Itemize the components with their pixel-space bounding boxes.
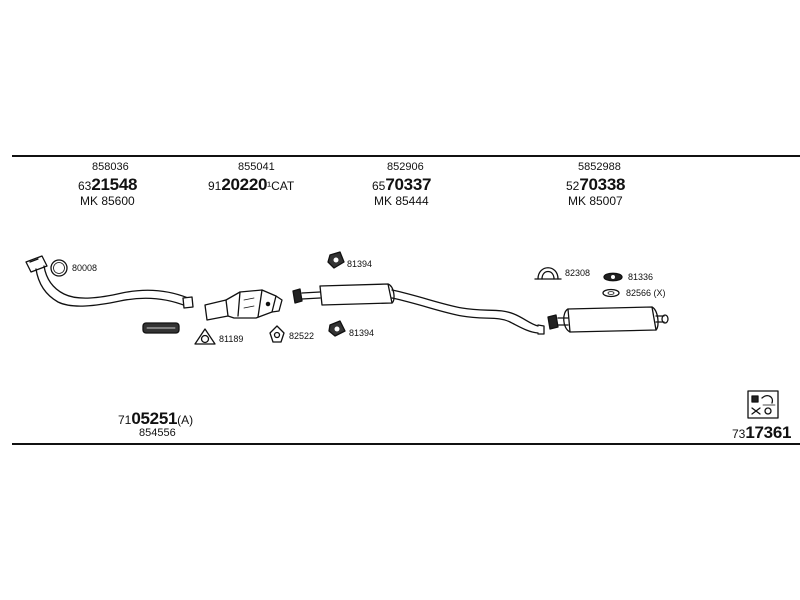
footer-left-suffix: (A) [177,413,194,427]
rubber-mount-81394-top-image [327,251,345,269]
header-4-part-number: 5270338 [566,176,625,193]
part-label-80008: 80008 [72,263,98,273]
gasket-80008-image [50,259,68,277]
footer-left-part-number: 7105251(A) [118,410,193,427]
mounting-kit-icon [747,390,779,419]
footer-right-main: 17361 [745,423,792,442]
header-3-mk: MK 85444 [374,194,429,208]
part-label-81394-top: 81394 [347,259,373,269]
gasket-81189-image [194,328,216,345]
front-pipe-image [25,255,194,309]
gasket-82522-image [269,325,285,343]
header-2-ref: 855041 [238,161,275,173]
header-4-pn-prefix: 52 [566,179,580,193]
header-3-part-number: 6570337 [372,176,431,193]
header-3-pn-prefix: 65 [372,179,386,193]
header-4-pn-main: 70338 [579,175,626,194]
header-2-pn-main: 20220 [221,175,268,194]
heat-shield-image [142,322,180,334]
part-label-82308: 82308 [565,268,591,278]
footer-right-prefix: 73 [732,427,746,441]
header-1-ref: 858036 [92,161,129,173]
header-4-ref: 5852988 [578,161,621,173]
header-1-pn-prefix: 63 [78,179,92,193]
middle-silencer-image [292,283,545,335]
part-label-81189: 81189 [219,334,244,344]
washer-82566-image [602,288,620,298]
part-label-82566: 82566 (X) [626,288,666,298]
rear-silencer-image [547,306,669,333]
header-3-ref: 852906 [387,161,424,173]
header-1-pn-main: 21548 [91,175,138,194]
header-1-mk: MK 85600 [80,194,135,208]
footer-left-prefix: 71 [118,413,132,427]
bottom-rule [12,443,800,445]
header-2-part-number: 9120220¹CAT [208,176,294,193]
top-rule [12,155,800,157]
part-label-81336: 81336 [628,272,654,282]
header-2-pn-suffix: ¹CAT [267,179,295,193]
footer-left-sub: 854556 [139,427,176,439]
part-label-81394-bottom: 81394 [349,328,375,338]
clamp-82308-image [534,267,562,280]
rubber-81336-image [603,272,623,282]
header-4-mk: MK 85007 [568,194,623,208]
header-3-pn-main: 70337 [385,175,432,194]
footer-right-part-number: 7317361 [732,424,791,441]
catalytic-converter-image [204,289,283,321]
header-2-pn-prefix: 91 [208,179,222,193]
footer-left-main: 05251 [131,409,178,428]
header-1-part-number: 6321548 [78,176,137,193]
rubber-mount-81394-bottom-image [328,320,346,337]
part-label-82522: 82522 [289,331,315,341]
